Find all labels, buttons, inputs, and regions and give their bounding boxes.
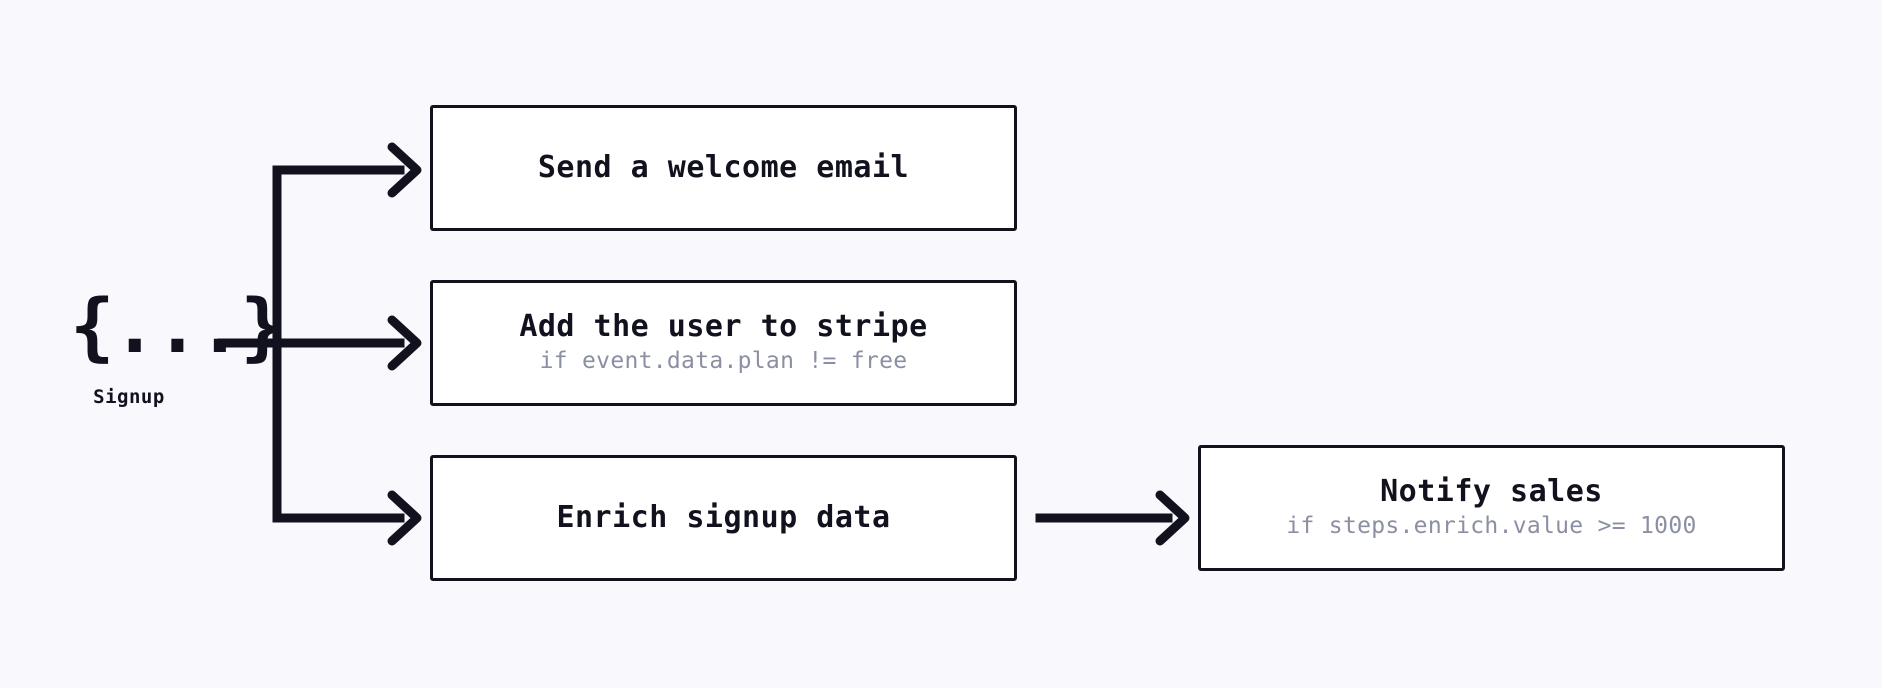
step-condition: if steps.enrich.value >= 1000 (1286, 513, 1697, 540)
trigger-node[interactable]: {...} Signup (70, 284, 285, 408)
arrowhead-enrich-icon (387, 490, 422, 546)
arrowhead-welcome-icon (387, 142, 422, 198)
step-title: Notify sales (1380, 473, 1603, 509)
step-card-stripe[interactable]: Add the user to stripe if event.data.pla… (430, 280, 1017, 406)
step-card-welcome[interactable]: Send a welcome email (430, 105, 1017, 231)
step-condition: if event.data.plan != free (539, 348, 908, 375)
arrowhead-notify-icon (1155, 490, 1190, 546)
step-title: Send a welcome email (537, 149, 910, 185)
step-card-notify[interactable]: Notify sales if steps.enrich.value >= 10… (1198, 445, 1785, 571)
trigger-label: Signup (93, 386, 165, 408)
step-card-enrich[interactable]: Enrich signup data (430, 455, 1017, 581)
json-braces-icon: {...} (70, 284, 285, 370)
arrowhead-stripe-icon (387, 315, 422, 371)
step-title: Enrich signup data (556, 499, 891, 535)
step-title: Add the user to stripe (519, 308, 928, 344)
